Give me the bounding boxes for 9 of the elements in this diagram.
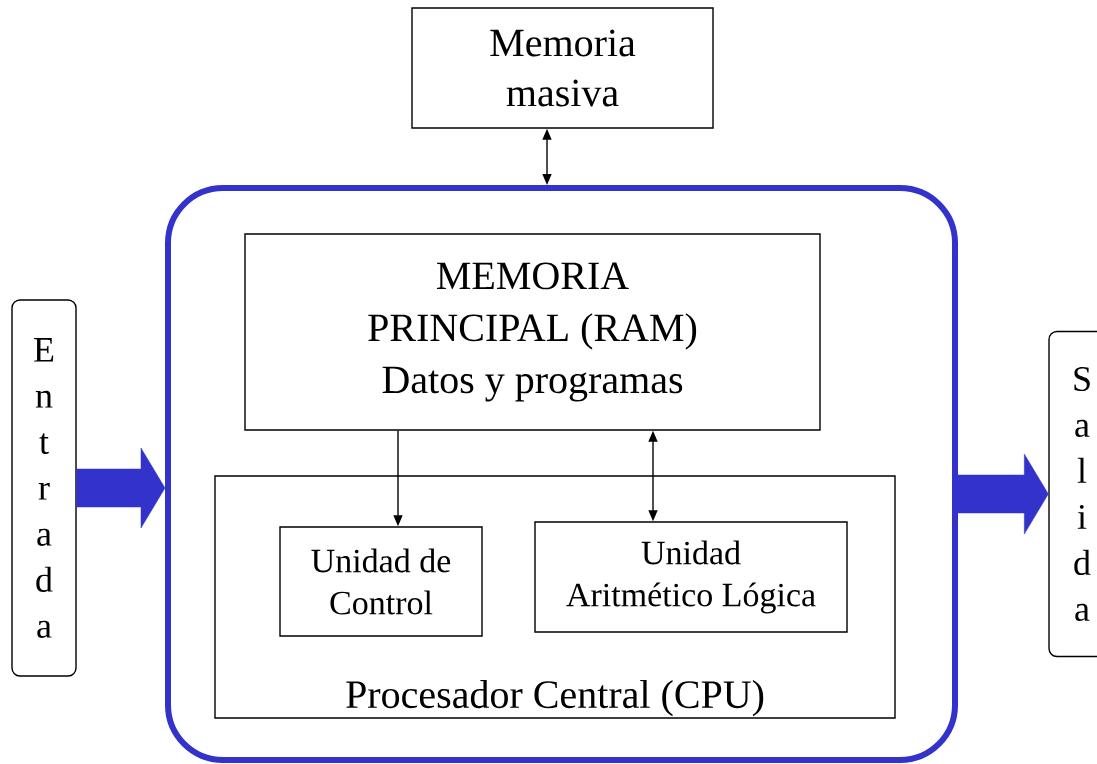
block-arrow (76, 447, 166, 529)
output-box: S a l i d a (1048, 330, 1097, 658)
control-unit-box: Unidad de Control (279, 526, 483, 637)
input-box: E n t r a d a (11, 299, 77, 677)
alu-box: Unidad Aritmético Lógica (534, 521, 848, 633)
memory-box: MEMORIA PRINCIPAL (RAM) Datos y programas (244, 233, 821, 431)
storage-box: Memoria masiva (411, 7, 714, 129)
computer-outline (165, 185, 958, 763)
block-arrow (957, 453, 1049, 535)
